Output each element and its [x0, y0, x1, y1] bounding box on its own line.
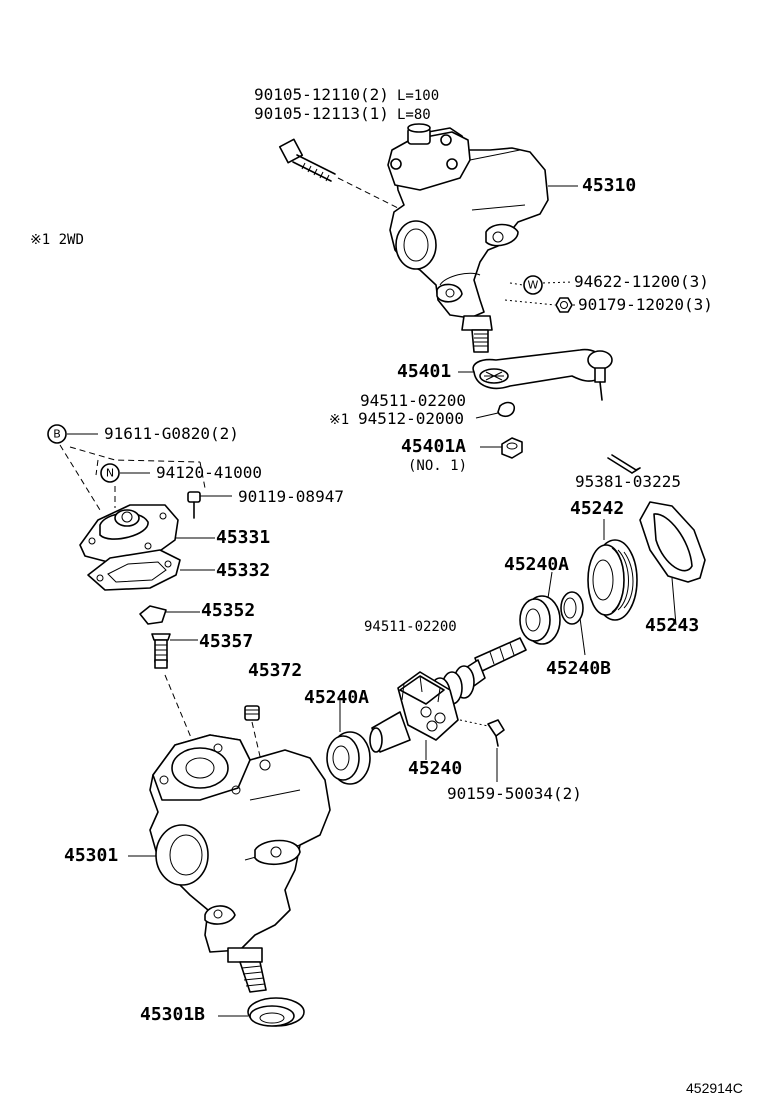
label-45332: 45332: [216, 560, 271, 581]
note-2wd: ※1 2WD: [30, 232, 84, 248]
label-45240: 45240: [408, 758, 463, 779]
label-90159: 90159-50034(2): [447, 784, 582, 803]
bolt-length-b: L=80: [397, 107, 431, 123]
label-94120: 94120-41000: [156, 463, 262, 482]
callout-w: W: [528, 279, 539, 292]
housing-bolt-drawing: [278, 138, 399, 209]
label-90179: 90179-12020(3): [578, 295, 713, 314]
label-94511-mid: 94511-02200: [364, 619, 457, 635]
bolt-part-number-b: 90105-12113(1): [254, 104, 389, 123]
label-95381: 95381-03225: [575, 472, 681, 491]
label-45242: 45242: [570, 498, 625, 519]
washer-and-nut-drawing: W: [504, 275, 578, 313]
plug-drawing: [244, 705, 263, 766]
diagram-id: 452914C: [686, 1080, 743, 1096]
label-45301: 45301: [64, 845, 119, 866]
label-94512: 94512-02000: [358, 409, 464, 428]
bolt-length-a: L=100: [397, 88, 440, 104]
label-45352: 45352: [201, 600, 256, 621]
oil-seal-drawing: [218, 997, 305, 1027]
label-94511-top: 94511-02200: [360, 391, 466, 410]
label-91611: 91611-G0820(2): [104, 424, 239, 443]
side-cover-group-drawing: B N: [47, 424, 232, 741]
gear-housing-assembly-drawing: [278, 123, 578, 353]
callout-n: N: [106, 467, 114, 480]
label-45240a-left: 45240A: [304, 687, 370, 708]
gear-housing-drawing: [128, 734, 331, 993]
bolt-part-number-a: 90105-12110(2): [254, 85, 389, 104]
label-90119: 90119-08947: [238, 487, 344, 506]
label-94622: 94622-11200(3): [574, 272, 709, 291]
label-45401a: 45401A: [401, 436, 467, 457]
label-45310: 45310: [582, 175, 637, 196]
label-no1: (NO. 1): [408, 458, 468, 474]
worm-bearing-group-drawing: [326, 501, 706, 785]
label-45301b: 45301B: [140, 1004, 206, 1025]
label-45401: 45401: [397, 361, 452, 382]
note-mark: ※1: [329, 412, 350, 428]
label-45331: 45331: [216, 527, 271, 548]
label-45357: 45357: [199, 631, 254, 652]
label-45240a-top: 45240A: [504, 554, 570, 575]
label-45372: 45372: [248, 660, 303, 681]
callout-b: B: [53, 428, 61, 441]
pitman-arm-drawing: [458, 348, 641, 474]
label-45240b: 45240B: [546, 658, 612, 679]
label-45243: 45243: [645, 615, 700, 636]
